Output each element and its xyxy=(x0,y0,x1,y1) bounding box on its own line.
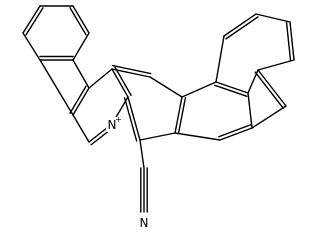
bond-a3-a4-inner xyxy=(218,124,252,138)
bond-a9-a3 xyxy=(251,105,287,129)
bond-a1-a2-inner xyxy=(214,84,248,98)
bond-q1-q2-inner xyxy=(69,85,87,114)
bond-l2-l3-inner xyxy=(69,7,87,36)
bond-l2-l3 xyxy=(72,5,90,34)
bond-b1-a9-inner xyxy=(254,71,284,109)
bond-q5-q6-inner xyxy=(114,66,132,96)
bond-c3-a1 xyxy=(181,81,217,98)
structure-canvas: N + N xyxy=(22,5,295,230)
bond-l5-q2 xyxy=(39,59,74,116)
bond-c1-cn1 xyxy=(139,139,145,169)
bond-l3-l4 xyxy=(72,32,90,61)
bond-c2-c3 xyxy=(174,96,183,134)
bond-a3-a4 xyxy=(219,127,253,141)
bond-l5-l6 xyxy=(22,32,41,61)
ring-nitrogen-charge: + xyxy=(115,115,122,124)
molecule-drawing: N + N xyxy=(22,5,295,230)
bond-q5-c1-inner xyxy=(123,97,138,142)
bond-c1-c2 xyxy=(139,132,176,141)
bond-c4-q6-inner xyxy=(112,64,152,75)
nitrile-nitrogen-label: N xyxy=(140,216,149,230)
bond-a8-b1 xyxy=(257,59,295,71)
nitrile-nitrogen-atom: N xyxy=(138,215,150,230)
ring-nitrogen-label: N xyxy=(108,118,117,132)
bond-c3-c4 xyxy=(149,76,183,98)
bond-q6-q1 xyxy=(88,68,113,89)
bond-b1-a9 xyxy=(257,69,287,107)
bond-a2-a3 xyxy=(247,92,253,129)
bond-a7-a8-inner xyxy=(285,21,292,62)
bond-q5-c1 xyxy=(127,96,141,141)
bond-a1-a2 xyxy=(215,81,249,94)
bond-a5-a6 xyxy=(223,13,257,37)
bond-l6-l1 xyxy=(22,5,41,34)
bond-c2-a4 xyxy=(174,132,221,141)
bond-a1-a5 xyxy=(215,35,225,83)
bond-c2-c3-inner xyxy=(177,96,187,135)
bond-a7-a8 xyxy=(289,21,295,61)
ring-nitrogen-atom: N + xyxy=(106,115,122,132)
bond-q5-q6 xyxy=(111,68,129,98)
bond-l4-q1 xyxy=(72,59,90,89)
bond-l6-l1-inner xyxy=(25,7,44,36)
bond-a5-a6-inner xyxy=(225,16,259,40)
bond-a6-a7 xyxy=(255,13,291,23)
bond-c4-q6 xyxy=(111,68,151,78)
bond-q2-q3 xyxy=(72,114,90,143)
bond-q1-q2 xyxy=(72,87,90,116)
bond-layer xyxy=(22,5,295,213)
